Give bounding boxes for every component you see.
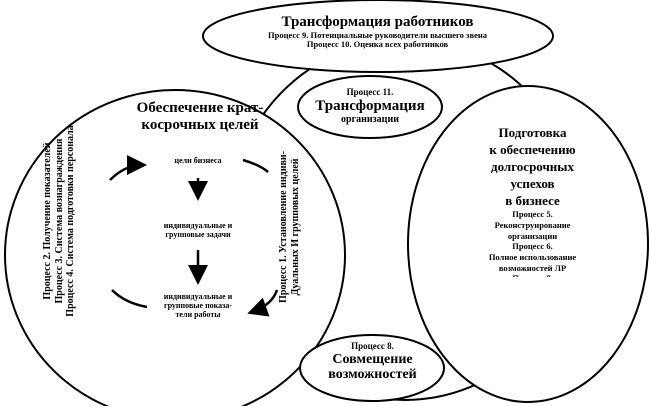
right-title-line: Подготовка [498, 125, 567, 140]
right-item: Процесс 7. [465, 273, 600, 277]
bottom-ellipse-text: Процесс 8. Совмещение возможностей [305, 342, 440, 394]
top-line-1: Процесс 9. Потенциальные руководители вы… [267, 29, 487, 40]
step-tasks: индивидуальные и групповые задачи [140, 221, 256, 240]
process-3: Процесс 3. Система вознаграждения [53, 138, 65, 304]
bottom-title: Совмещение [332, 351, 413, 367]
right-item: Процесс 5. [512, 209, 553, 220]
right-title-line: успехов [510, 175, 555, 191]
right-title-line: долгосрочных [491, 158, 574, 174]
step-performance-line-2: групповые показа- [163, 300, 233, 310]
process-1-line-2: Дуальных И групповых целей [289, 158, 301, 296]
process-2: Процесс 2. Получение показателей [42, 142, 53, 300]
cycle-arrow-bottom-right [247, 289, 279, 317]
right-item: Реконструирование [494, 220, 571, 231]
top-title: Трансформация работников [281, 14, 474, 30]
step-tasks-line-2: групповые задачи [165, 229, 231, 239]
left-title-line-2: косрочных целей [141, 116, 259, 133]
cycle-arrow-top-left [109, 155, 147, 181]
center-sub: организации [341, 114, 399, 126]
right-item: Процесс 6. [512, 241, 553, 252]
bottom-ellipse [299, 334, 445, 402]
cycle-arrow-bottom-left [111, 289, 148, 309]
center-ellipse [297, 75, 443, 139]
right-item: Полное использование [488, 251, 577, 262]
left-title: Обеспечение крат- косрочных целей [110, 100, 290, 133]
left-vertical-processes: Процесс 2. Получение показателей Процесс… [42, 116, 84, 326]
bottom-sub: возможностей [328, 367, 417, 383]
right-title-line: в бизнесе [505, 192, 560, 208]
center-title: Трансформация [315, 97, 425, 114]
right-title-line: к обеспечению [489, 141, 576, 157]
step-performance: индивидуальные и групповые показа- тели … [140, 292, 256, 319]
left-title-line-1: Обеспечение крат- [136, 100, 264, 116]
center-process: Процесс 11. [346, 88, 394, 97]
step-performance-line-1: индивидуальные и [163, 292, 233, 301]
right-item: организации [507, 230, 558, 241]
right-processes: Процесс 5. Реконструирование организации… [465, 209, 600, 277]
center-ellipse-text: Процесс 11. Трансформация организации [305, 88, 435, 132]
cycle-arrow-top-right [242, 158, 269, 173]
right-item: возможностей ЛР [498, 262, 567, 273]
step-performance-line-3: тели работы [175, 309, 221, 319]
step-tasks-line-1: индивидуальные и [163, 221, 233, 230]
right-ellipse-text: Подготовка к обеспечению долгосрочных ус… [465, 125, 600, 295]
bottom-process: Процесс 8. [351, 342, 394, 351]
right-title: Подготовка к обеспечению долгосрочных ус… [465, 125, 600, 209]
left-circle [4, 89, 346, 406]
top-ellipse [202, 0, 554, 73]
top-line-2: Процесс 10. Оценка всех работников [306, 38, 449, 49]
process-1-line-1: Процесс 1. Установление индиви- [278, 151, 289, 303]
step-business-goals: цели бизнеса [174, 156, 222, 165]
process-4: Процесс 4. Система подготовки персонала [65, 125, 76, 317]
right-vertical-process: Процесс 1. Установление индиви- Дуальных… [278, 127, 308, 327]
top-ellipse-text: Трансформация работников Процесс 9. Поте… [215, 14, 540, 56]
right-ellipse [407, 85, 649, 403]
